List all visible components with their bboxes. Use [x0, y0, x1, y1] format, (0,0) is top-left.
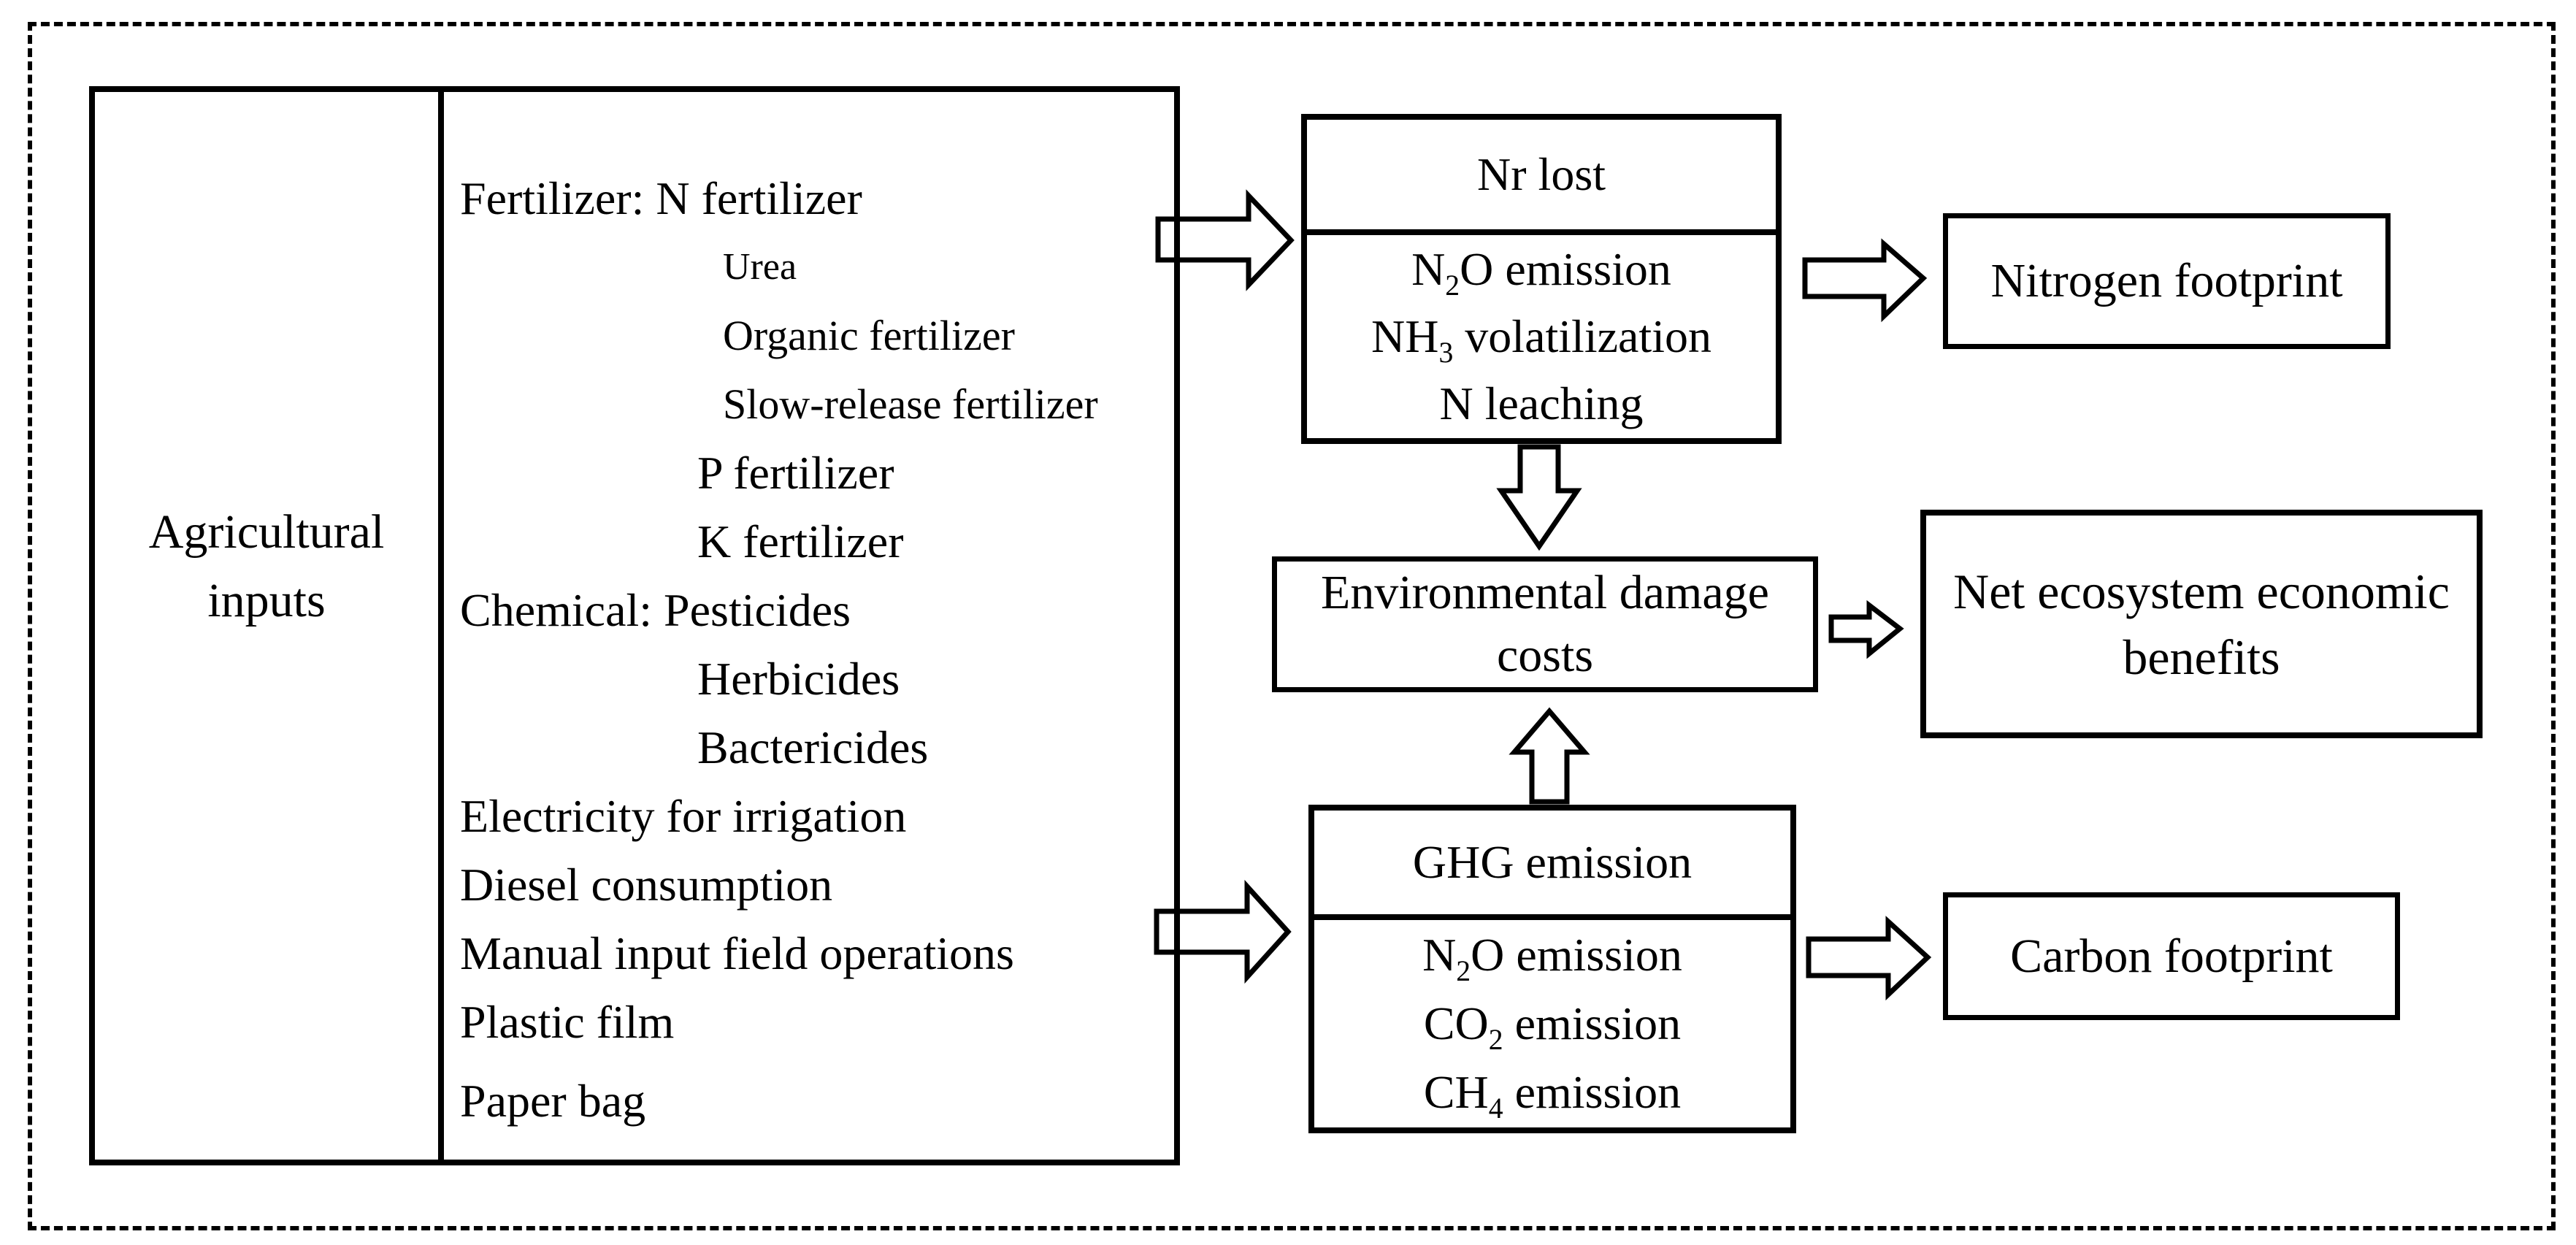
input-item: Fertilizer: N fertilizer — [460, 172, 862, 224]
ghg-emission-item: CO2 emission — [1423, 997, 1682, 1056]
agricultural-inputs-table: Agricultural inputs Fertilizer: N fertil… — [89, 86, 1180, 1165]
input-item: Bactericides — [697, 721, 929, 773]
arrow-inputs-to-ghg-icon — [1154, 879, 1292, 984]
input-item: Paper bag — [460, 1075, 646, 1127]
carbon-footprint-label: Carbon footprint — [2010, 929, 2333, 983]
input-item: Herbicides — [697, 653, 900, 705]
net-benefits-line2: benefits — [2123, 629, 2280, 685]
nitrogen-footprint-label: Nitrogen footprint — [1990, 254, 2343, 307]
input-item: Manual input field operations — [460, 927, 1014, 979]
ghg-emission-item: N2O emission — [1422, 929, 1682, 987]
arrow-env-costs-to-net-benefits-icon — [1828, 599, 1904, 659]
outer-dashed-border — [28, 22, 2556, 1230]
input-item: Slow-release fertilizer — [723, 380, 1098, 428]
arrow-ghg-to-env-costs-icon — [1509, 707, 1590, 805]
arrow-ghg-to-carbon-footprint-icon — [1806, 916, 1932, 1001]
nr-lost-item: NH3 volatilization — [1371, 310, 1711, 369]
input-item: Plastic film — [460, 996, 675, 1048]
nitrogen-footprint-box: Nitrogen footprint — [1943, 213, 2391, 349]
net-ecosystem-economic-benefits-box: Net ecosystem economic benefits — [1920, 510, 2483, 738]
nr-lost-title: Nr lost — [1307, 120, 1776, 235]
inputs-label-line1: Agricultural — [148, 505, 385, 559]
ghg-emission-item: CH4 emission — [1423, 1066, 1682, 1125]
ghg-emission-title: GHG emission — [1314, 811, 1790, 920]
inputs-label-cell: Agricultural inputs — [95, 92, 444, 1160]
net-benefits-line1: Net ecosystem economic — [1953, 563, 2450, 619]
inputs-label: Agricultural inputs — [95, 498, 438, 635]
env-costs-line1: Environmental damage — [1321, 566, 1769, 619]
input-item: Diesel consumption — [460, 859, 833, 911]
nr-lost-item: N2O emission — [1411, 243, 1671, 302]
input-item: Chemical: Pesticides — [460, 584, 851, 636]
input-item: K fertilizer — [697, 516, 904, 567]
carbon-footprint-box: Carbon footprint — [1943, 892, 2400, 1020]
env-costs-line2: costs — [1497, 629, 1593, 682]
nr-lost-item: N leaching — [1439, 378, 1644, 429]
environmental-damage-costs-box: Environmental damage costs — [1272, 556, 1818, 692]
input-item: P fertilizer — [697, 447, 894, 499]
arrow-inputs-to-nr-lost-icon — [1155, 189, 1295, 291]
inputs-label-line2: inputs — [207, 574, 326, 627]
input-item: Organic fertilizer — [723, 312, 1015, 359]
input-item: Electricity for irrigation — [460, 790, 907, 842]
input-item: Urea — [723, 246, 797, 288]
arrow-nr-lost-to-env-costs-icon — [1496, 444, 1582, 551]
arrow-nr-lost-to-nitrogen-footprint-icon — [1802, 238, 1928, 323]
